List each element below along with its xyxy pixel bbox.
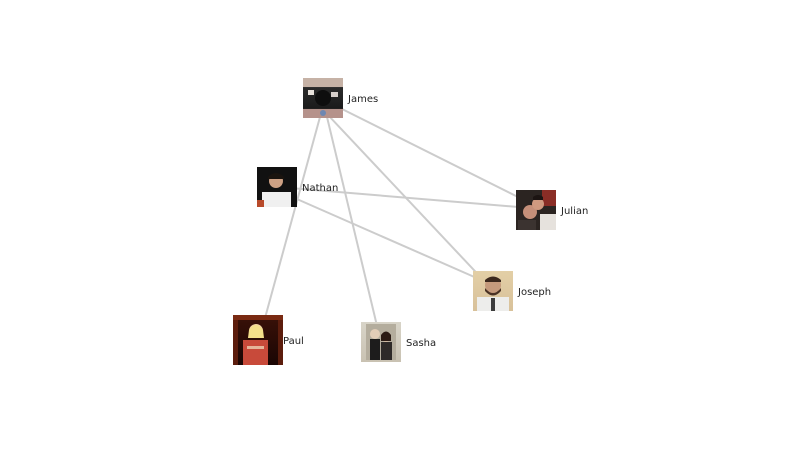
graph-node-paul[interactable]: Paul xyxy=(233,315,304,365)
node-label-sasha: Sasha xyxy=(406,338,436,349)
graph-node-julian[interactable]: Julian xyxy=(516,190,588,230)
avatar-joseph xyxy=(473,271,513,311)
avatar-james xyxy=(303,78,343,118)
edge-james-paul xyxy=(264,116,321,319)
node-label-james: James xyxy=(347,94,378,105)
graph-node-joseph[interactable]: Joseph xyxy=(473,271,551,311)
avatar-julian xyxy=(516,190,556,230)
avatar-nathan xyxy=(257,167,297,207)
edge-nathan-joseph xyxy=(289,195,489,284)
avatar-paul xyxy=(233,315,283,365)
edges-layer xyxy=(264,102,531,331)
edge-nathan-julian xyxy=(289,187,531,209)
node-label-nathan: Nathan xyxy=(302,183,338,194)
graph-node-sasha[interactable]: Sasha xyxy=(361,322,436,362)
node-label-paul: Paul xyxy=(283,336,304,347)
edge-james-joseph xyxy=(327,114,489,286)
node-label-julian: Julian xyxy=(560,206,588,217)
avatar-sasha xyxy=(361,322,401,362)
graph-node-james[interactable]: James xyxy=(303,78,378,118)
edge-james-julian xyxy=(329,102,531,204)
graph-node-nathan[interactable]: Nathan xyxy=(257,167,338,207)
node-label-joseph: Joseph xyxy=(517,287,551,298)
